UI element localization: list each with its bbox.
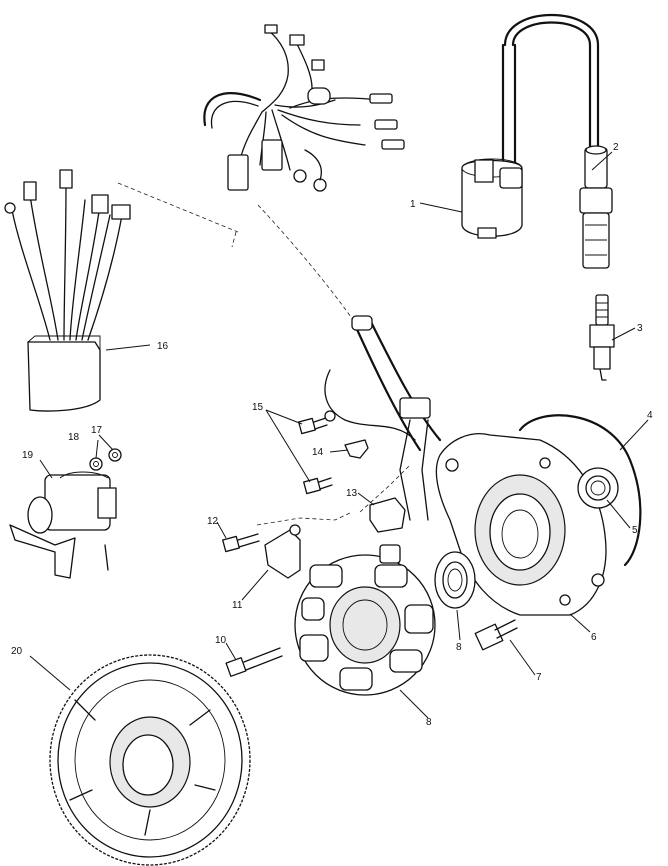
stator-plate-bolt [474, 619, 518, 651]
spark-plug-cap [503, 13, 613, 269]
stator [294, 544, 436, 696]
callout-14: 14 [312, 447, 324, 458]
wire-bracket [264, 524, 301, 579]
leader-lines [29, 151, 649, 719]
callout-8-oil-seal: 8 [456, 642, 462, 653]
stator-plate [435, 433, 607, 616]
stator-screw [225, 647, 283, 677]
starter-solenoid [9, 471, 117, 579]
flywheel [49, 654, 251, 866]
oil-seal [434, 551, 476, 609]
stator-wire-harness [324, 315, 442, 521]
spark-plug [589, 294, 615, 381]
callout-labels: 1 2 3 4 5 6 7 8 8 10 11 12 13 14 15 16 1… [11, 142, 653, 728]
ignition-coil [461, 43, 523, 239]
bearing [577, 467, 619, 509]
callout-11: 11 [232, 600, 243, 611]
callout-20: 20 [11, 646, 23, 657]
callout-18: 18 [68, 432, 80, 443]
callout-6: 6 [591, 632, 597, 643]
callout-4: 4 [647, 410, 653, 421]
bracket-screw [222, 533, 260, 553]
callout-17: 17 [91, 425, 103, 436]
cdi-box [4, 169, 131, 412]
o-ring [518, 414, 642, 567]
callout-10: 10 [215, 635, 227, 646]
callout-13: 13 [346, 488, 358, 499]
nuts [89, 448, 122, 471]
callout-2: 2 [613, 142, 619, 153]
wiring-harness [203, 24, 405, 192]
callout-16: 16 [157, 341, 169, 352]
callout-5: 5 [632, 525, 638, 536]
callout-7: 7 [536, 672, 542, 683]
callout-19: 19 [22, 450, 34, 461]
callout-12: 12 [207, 516, 219, 527]
pulse-coil [369, 497, 406, 533]
callout-3: 3 [637, 323, 643, 334]
wire-clamp [344, 439, 369, 459]
callout-15: 15 [252, 402, 264, 413]
clamp-screws [298, 410, 336, 495]
callout-1: 1 [410, 199, 416, 210]
callout-8-stator: 8 [426, 717, 432, 728]
connection-dashed-lines [117, 182, 411, 526]
